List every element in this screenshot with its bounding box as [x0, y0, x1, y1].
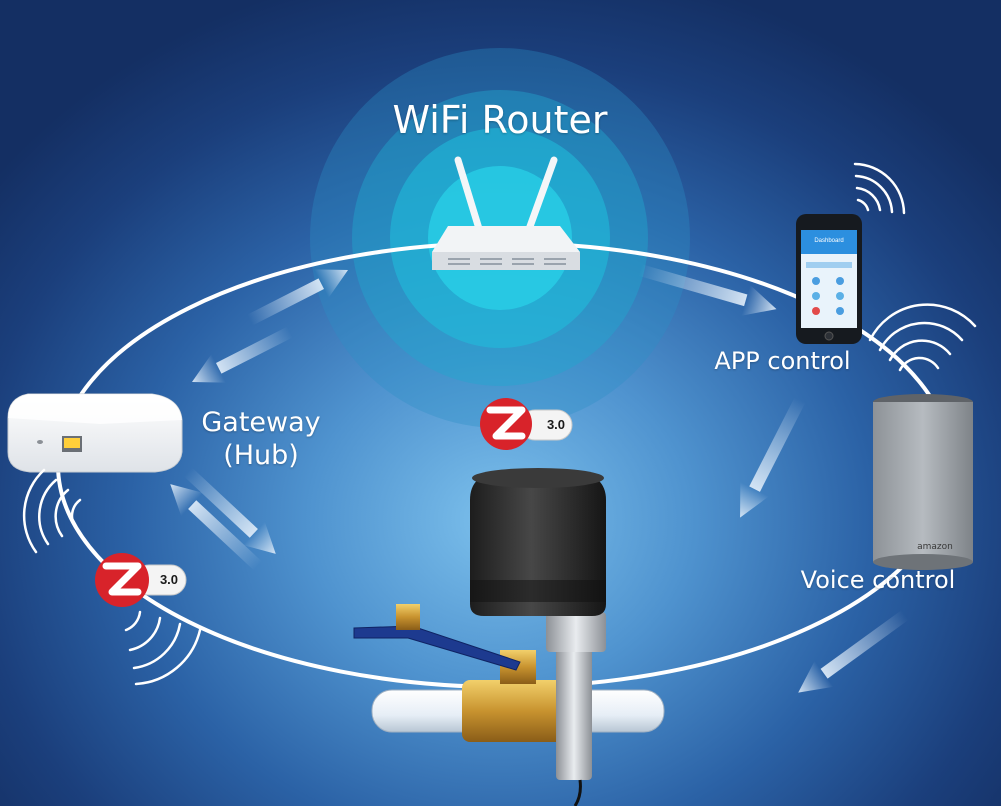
arrow-app-to-valve — [740, 397, 806, 518]
arrow-router-to-app — [638, 264, 777, 316]
arrow-router-to-hub — [191, 326, 293, 383]
voice-control-label: Voice control — [800, 566, 956, 594]
zigbee-logo-icon-2 — [95, 553, 187, 607]
gateway-hub-icon — [7, 393, 183, 473]
arrow-valve-to-hub — [170, 484, 263, 571]
arrow-hub-to-valve — [183, 467, 276, 554]
speaker-brand-label: amazon — [917, 542, 953, 552]
valve-actuator-icon — [353, 468, 665, 806]
arrow-voice-to-valve — [798, 610, 909, 693]
gateway-label: Gateway (Hub) — [186, 406, 336, 472]
gateway-label-line2: (Hub) — [223, 440, 299, 471]
wifi-router-icon — [432, 156, 580, 270]
zigbee-logo-icon — [480, 398, 573, 450]
app-control-label: APP control — [714, 347, 851, 375]
signal-waves-icon — [22, 162, 977, 686]
arrow-hub-to-router — [247, 269, 349, 326]
gateway-label-line1: Gateway — [201, 407, 321, 438]
router-label: WiFi Router — [392, 98, 608, 142]
zigbee-version-label-2: 3.0 — [159, 572, 179, 587]
flow-arrows — [170, 264, 909, 693]
phone-screen-title: Dashboard — [814, 238, 843, 244]
smart-speaker-icon — [873, 394, 973, 570]
zigbee-version-label: 3.0 — [546, 417, 566, 432]
smartphone-icon: Dashboard — [796, 214, 862, 344]
